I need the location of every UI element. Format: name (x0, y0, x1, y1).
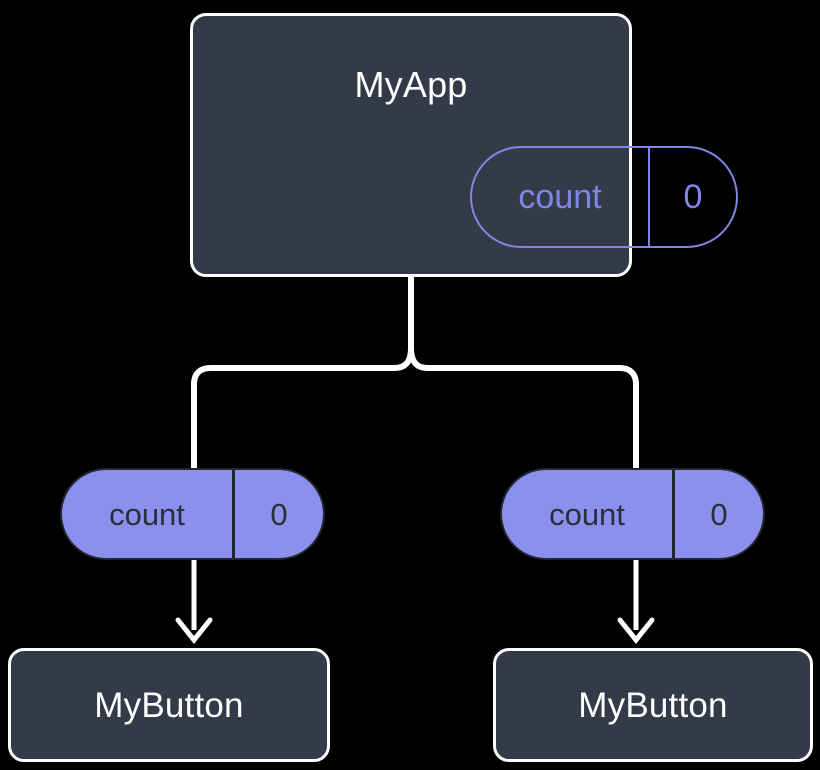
state-pill-divider-child-left (232, 470, 235, 558)
state-pill-child-right[interactable]: count 0 (500, 468, 765, 560)
state-value-child-right: 0 (710, 496, 728, 532)
arrow-head-left (175, 617, 213, 645)
state-key-root: count (518, 178, 602, 216)
state-value-child-left: 0 (270, 496, 288, 532)
component-node-mybutton-right[interactable]: MyButton (493, 648, 813, 762)
state-pill-divider-child-right (672, 470, 675, 558)
component-label-myapp: MyApp (354, 64, 468, 105)
arrow-head-right (617, 617, 655, 645)
state-pill-root[interactable]: count 0 (470, 146, 738, 248)
state-key-child-left: count (109, 496, 185, 532)
component-label-mybutton-right: MyButton (578, 685, 728, 725)
state-pill-divider-root (648, 148, 650, 246)
state-pill-child-left[interactable]: count 0 (60, 468, 325, 560)
component-label-mybutton-left: MyButton (94, 685, 244, 725)
component-node-mybutton-left[interactable]: MyButton (8, 648, 330, 762)
state-value-root: 0 (683, 178, 703, 216)
state-key-child-right: count (549, 496, 625, 532)
component-node-myapp[interactable]: MyApp count 0 (190, 13, 738, 277)
tree-connector-path-left (191, 345, 414, 471)
tree-connector-path (408, 274, 639, 471)
